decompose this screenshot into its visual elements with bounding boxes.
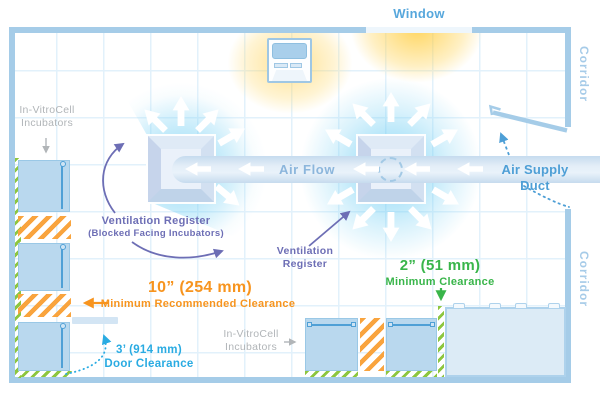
incubators-label-line1: In-VitroCell [223, 328, 279, 340]
equipment-tray-left [274, 63, 288, 68]
minimum-clearance-hatch [438, 306, 444, 377]
incubator-hinge-dot [351, 322, 356, 327]
incubator [18, 160, 70, 212]
window-label: Window [393, 6, 445, 21]
incubator-hinge-dot [307, 322, 312, 327]
blocked-register-label-line2: (Blocked Facing Incubators) [88, 228, 224, 240]
wall-clearance-hatch [15, 371, 72, 377]
wall-clearance-hatch [305, 371, 358, 377]
equipment-tray-right [290, 63, 302, 68]
incubator [305, 318, 358, 371]
incubator-open-door [72, 317, 118, 324]
wall-clearance-hatch [386, 371, 437, 377]
open-register-label-line1: Ventilation [276, 245, 334, 257]
blocked-register-label-line1: Ventilation Register [101, 215, 211, 227]
equipment-panel [272, 43, 307, 59]
incubator-hinge-dot [430, 322, 435, 327]
incubator-door-line [61, 163, 63, 209]
incubator-hinge-dot [60, 323, 66, 329]
recommended-clearance-hatch [18, 216, 71, 239]
minimum-clearance-value: 2” (51 mm) [399, 257, 481, 274]
equipment-chair [272, 70, 307, 81]
door-clearance-value: 3’ (914 mm) [116, 344, 182, 356]
workstation-equipment [267, 38, 312, 83]
open-register-label-line2: Register [282, 257, 328, 270]
incubator-door-line [390, 324, 433, 326]
recommended-clearance-value: 10” (254 mm) [147, 279, 253, 296]
recommended-clearance-hatch [360, 318, 384, 371]
equipment-foot [453, 303, 465, 309]
incubator-door-line [61, 325, 63, 368]
incubators-label-bottom: In-VitroCell Incubators [212, 328, 290, 354]
equipment-foot [489, 303, 501, 309]
minimum-clearance-caption: Minimum Clearance [385, 276, 495, 288]
door-clearance-label: 3’ (914 mm) Door Clearance [98, 343, 200, 371]
incubator-door-line [61, 246, 63, 288]
air-flow-label: Air Flow [278, 162, 336, 177]
incubator-hinge-dot [60, 244, 66, 250]
air-supply-duct-label: Air Supply Duct [501, 162, 569, 193]
duct-connection-circle [378, 157, 403, 182]
corridor-label-top: Corridor [577, 46, 591, 102]
recommended-clearance-caption: Minimum Recommended Clearance [100, 298, 296, 310]
corridor-label-bottom: Corridor [577, 251, 591, 307]
incubator-hinge-dot [60, 161, 66, 167]
recommended-clearance-hatch [18, 294, 71, 317]
incubator [18, 322, 70, 371]
incubators-label-line1: In-VitroCell [19, 104, 75, 116]
blocked-register-label: Ventilation Register (Blocked Facing Inc… [70, 215, 242, 240]
equipment-foot [548, 303, 560, 309]
ventilation-register-open [358, 136, 424, 202]
incubator [18, 243, 70, 291]
incubator-hinge-dot [388, 322, 393, 327]
incubators-label-top: In-VitroCell Incubators [6, 104, 88, 130]
incubator [386, 318, 437, 371]
equipment-foot [515, 303, 527, 309]
door-clearance-caption: Door Clearance [104, 358, 194, 371]
incubator-door-line [309, 324, 354, 326]
adjacent-equipment [445, 303, 566, 377]
incubators-label-line2: Incubators [224, 340, 278, 353]
open-register-label: Ventilation Register [268, 245, 342, 271]
window-segment [366, 27, 472, 33]
incubators-label-line2: Incubators [20, 116, 74, 129]
